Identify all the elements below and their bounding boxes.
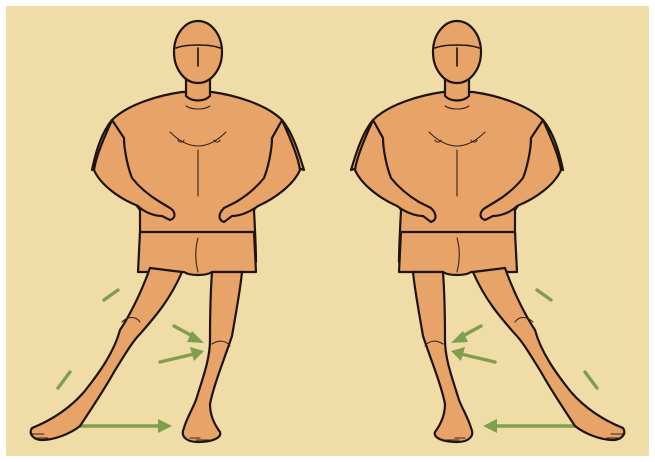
exercise-illustration xyxy=(0,0,655,462)
illustration-frame xyxy=(0,0,655,462)
